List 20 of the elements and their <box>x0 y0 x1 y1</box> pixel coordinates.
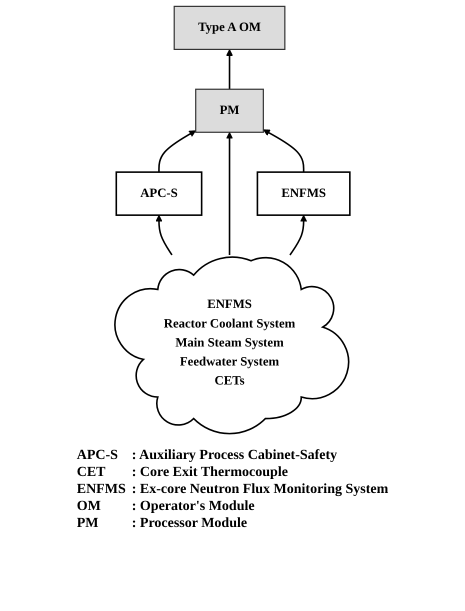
arrow <box>263 129 305 172</box>
node-box: Type A OM <box>174 6 286 50</box>
abbreviation-text: APC-S <box>76 448 119 464</box>
definition-text: : Core Exit Thermocouple <box>132 465 289 481</box>
definition-text: : Ex-core Neutron Flux Monitoring System <box>132 482 388 498</box>
abbreviation-text: OM <box>76 499 102 515</box>
arrow <box>226 132 234 255</box>
abbreviation-text: ENFMS <box>76 482 126 498</box>
node-box: APC-S <box>116 171 203 216</box>
arrow <box>158 130 196 172</box>
arrow <box>156 214 173 256</box>
arrow <box>226 49 234 90</box>
arrow <box>289 214 308 256</box>
abbreviation-text: CET <box>76 465 107 481</box>
definition-text: : Processor Module <box>132 516 248 532</box>
node-box: PM <box>195 88 264 133</box>
definition-text: : Operator's Module <box>132 499 256 515</box>
definition-text: : Auxiliary Process Cabinet-Safety <box>132 448 338 464</box>
abbreviation-text: PM <box>76 516 100 532</box>
node-box: ENFMS <box>256 171 351 216</box>
